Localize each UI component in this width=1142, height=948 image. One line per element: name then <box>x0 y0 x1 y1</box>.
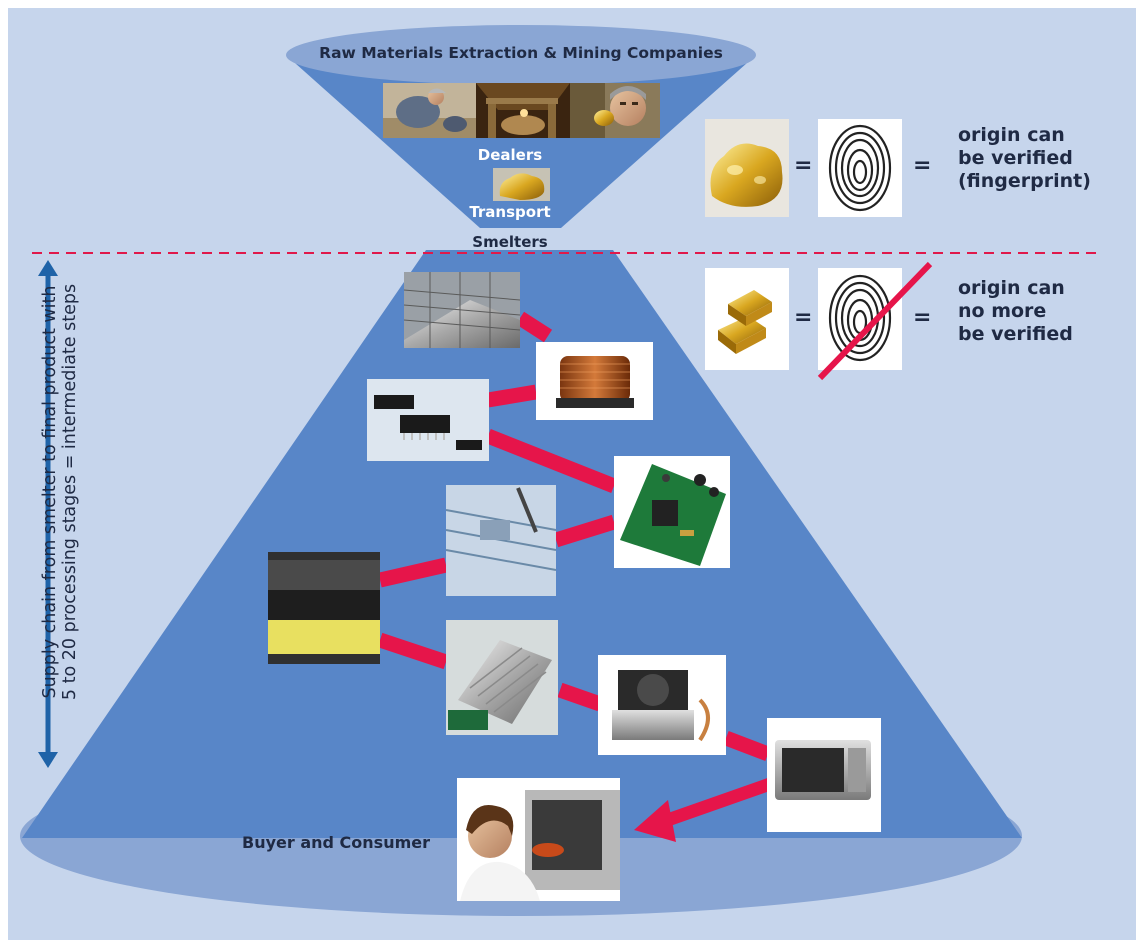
miner-with-ore-photo <box>570 83 660 138</box>
metal-ingots-photo <box>403 272 521 348</box>
gold-bars-icon <box>705 268 789 370</box>
transport-label: Transport <box>469 203 551 221</box>
fingerprint-icon <box>818 119 902 217</box>
supply-chain-label: Supply chain from smelter to final produ… <box>40 283 80 701</box>
verified-label: origin can be verified (fingerprint) <box>958 124 1091 192</box>
equals-sign-3: = <box>794 305 813 330</box>
cpu-cooler-photo <box>598 655 726 755</box>
gold-nugget-small-icon <box>493 168 550 201</box>
consumer-arrow-icon <box>634 777 773 842</box>
fingerprint-crossed-icon <box>817 261 933 381</box>
top-funnel-rim <box>286 25 756 85</box>
supply-chain-arrow-icon <box>38 260 58 768</box>
woman-microwave-photo <box>457 778 620 901</box>
equals-sign-2: = <box>913 153 932 178</box>
connector-cable-photo <box>268 552 380 664</box>
gold-nugget-icon <box>705 119 789 217</box>
connector-lines <box>377 311 771 762</box>
copper-coil-photo <box>536 342 653 420</box>
top-funnel-title: Raw Materials Extraction & Mining Compan… <box>319 44 723 62</box>
miner-photo <box>383 83 476 138</box>
circuit-board-photo <box>614 456 730 568</box>
microwave-photo <box>767 718 881 832</box>
microchips-photo <box>367 379 489 461</box>
smelters-label: Smelters <box>472 233 548 251</box>
equals-sign-1: = <box>794 153 813 178</box>
motherboard-photo <box>445 485 557 596</box>
mine-tunnel-photo <box>476 83 570 138</box>
dealers-label: Dealers <box>477 146 543 164</box>
not-verified-label: origin can no more be verified <box>958 277 1073 345</box>
equals-sign-4: = <box>913 305 932 330</box>
heatsink-photo <box>446 620 558 735</box>
consumer-label: Buyer and Consumer <box>242 833 430 852</box>
